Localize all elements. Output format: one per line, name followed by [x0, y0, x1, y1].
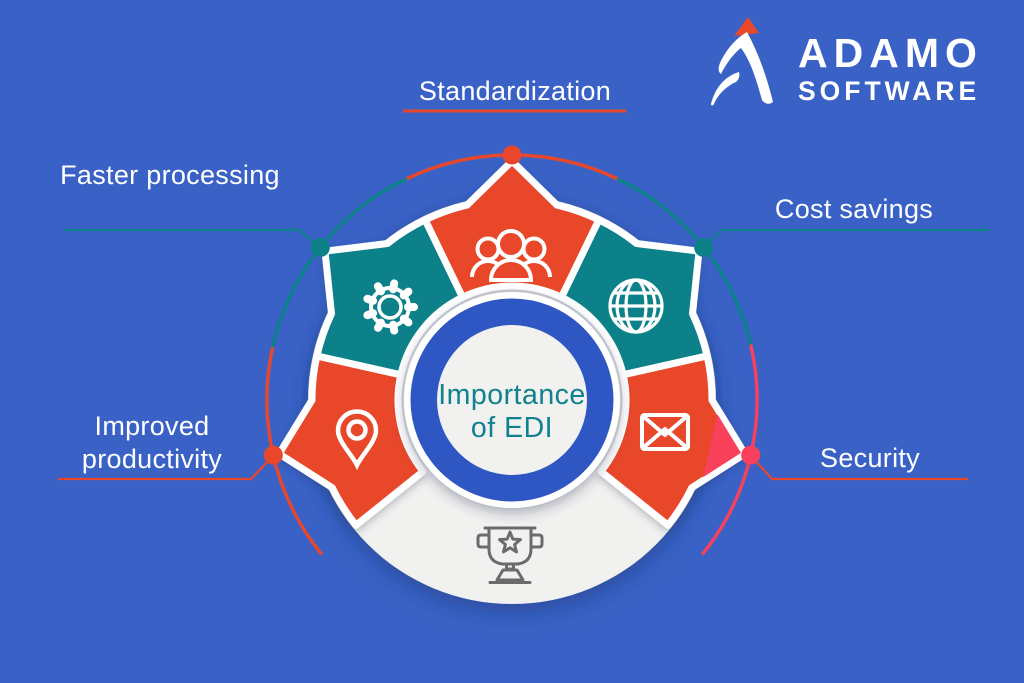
segment-icons	[335, 229, 690, 471]
arrow-tip-accents	[703, 414, 741, 478]
logo-brand-name: ADAMO	[798, 30, 983, 76]
security-dot	[741, 445, 761, 465]
globe-icon	[608, 278, 664, 334]
medallion-face	[437, 325, 587, 475]
faster-processing-connector	[64, 228, 321, 248]
medallion-blue-ring	[410, 298, 614, 502]
label-improved-productivity: Improved productivity	[81, 411, 223, 474]
trophy-icon	[476, 526, 544, 584]
standardization-dot	[502, 145, 522, 165]
improved-productivity-dot	[263, 445, 283, 465]
faster-processing-dot	[310, 238, 330, 257]
location-pin-icon	[335, 409, 379, 471]
node-dots	[263, 145, 761, 465]
security-arrow-tip	[703, 414, 741, 478]
gear-icon	[363, 279, 418, 335]
center-medallion: Importance of EDI	[404, 292, 620, 508]
label-faster-processing: Faster processing	[60, 160, 280, 190]
label-cost-savings: Cost savings	[774, 194, 934, 224]
center-title-line2: of EDI	[471, 412, 553, 444]
label-standardization: Standardization	[418, 76, 612, 106]
people-icon	[470, 229, 552, 282]
security-connector	[750, 455, 968, 481]
adamo-software-logo: ADAMO SOFTWARE	[702, 16, 983, 108]
label-security: Security	[820, 443, 920, 473]
adamo-logo-mark	[711, 17, 773, 106]
envelope-icon	[640, 413, 690, 451]
cost-savings-connector	[703, 228, 990, 248]
cost-savings-dot	[694, 238, 714, 257]
logo-brand-suffix: SOFTWARE	[798, 76, 981, 106]
improved-productivity-connector	[58, 455, 274, 481]
center-title-line1: Importance	[438, 379, 586, 411]
security-segment	[597, 352, 749, 529]
wheel-segments	[275, 157, 749, 529]
